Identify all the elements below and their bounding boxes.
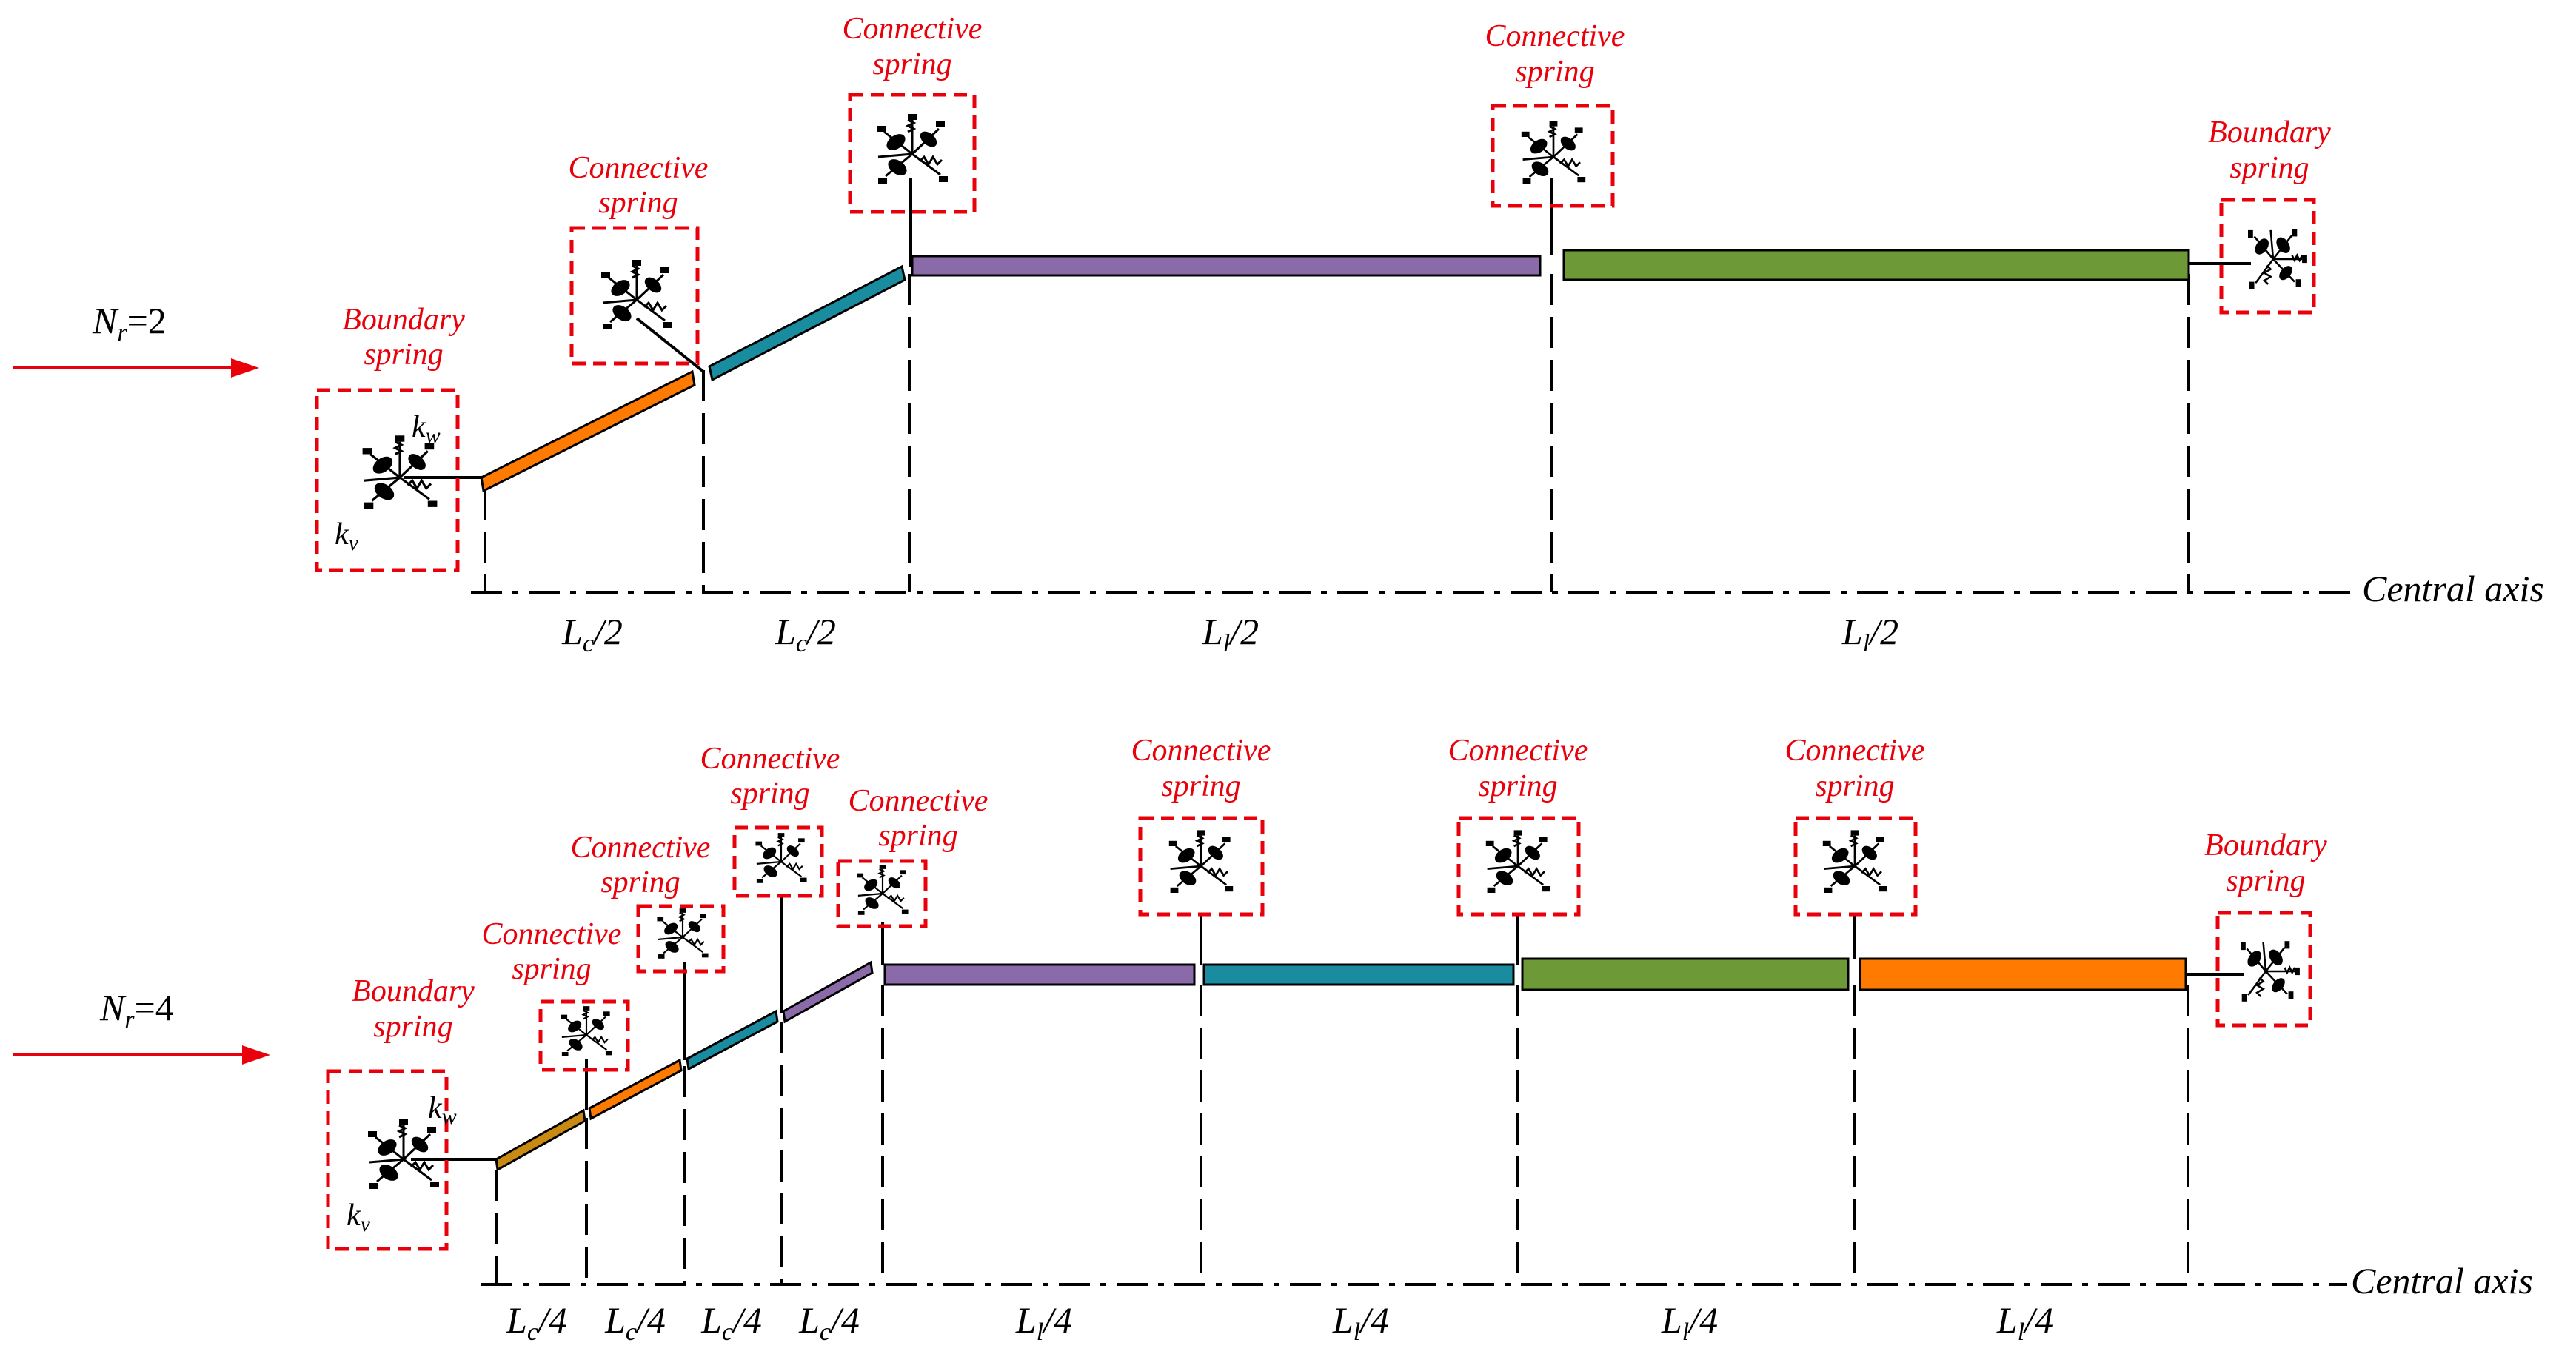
svg-text:spring: spring bbox=[364, 338, 443, 372]
connective-spring-7: Connective spring bbox=[1785, 734, 1925, 917]
dimension-labels-top: Lc/2 Lc/2 Ll/2 Ll/2 bbox=[561, 611, 1898, 657]
svg-text:kv: kv bbox=[347, 1199, 371, 1236]
svg-text:Connective: Connective bbox=[843, 12, 983, 46]
svg-text:spring: spring bbox=[2226, 864, 2305, 898]
svg-text:Connective: Connective bbox=[1448, 734, 1588, 768]
svg-text:spring: spring bbox=[1815, 769, 1894, 803]
svg-text:Boundary: Boundary bbox=[2204, 828, 2327, 862]
central-axis-label: Central axis bbox=[2362, 568, 2544, 609]
svg-text:kv: kv bbox=[335, 517, 359, 555]
beam-cone-2 bbox=[708, 264, 906, 382]
beam-cyl-4 bbox=[1859, 957, 2187, 991]
dimension-labels-bottom: Lc/4 Lc/4 Lc/4 Lc/4 Ll/4 Ll/4 Ll/4 Ll/4 bbox=[506, 1299, 2053, 1346]
panel-bottom: Nr=4 Central axis bbox=[13, 734, 2533, 1346]
svg-text:kw: kw bbox=[428, 1091, 457, 1129]
arrow-icon bbox=[13, 358, 259, 378]
panel-top: Nr=2 Central axis kw kv Bound bbox=[13, 12, 2544, 657]
svg-text:spring: spring bbox=[512, 952, 591, 986]
beam-cyl-2 bbox=[1562, 249, 2190, 281]
svg-text:spring: spring bbox=[878, 819, 957, 853]
section-dividers bbox=[484, 274, 2190, 592]
beam-cone-2 bbox=[588, 1058, 683, 1121]
beam-cone-1 bbox=[495, 1108, 586, 1172]
connective-spring-3: Connective spring bbox=[1485, 19, 1625, 208]
nr-label-bottom: Nr=4 bbox=[99, 987, 174, 1033]
svg-text:Connective: Connective bbox=[571, 831, 711, 865]
dim-label: Lc/4 bbox=[506, 1299, 567, 1346]
connective-spring-6: Connective spring bbox=[1448, 734, 1588, 917]
svg-text:Connective: Connective bbox=[1131, 734, 1271, 768]
dim-label: Ll/2 bbox=[1202, 611, 1259, 657]
svg-text:Boundary: Boundary bbox=[342, 303, 465, 337]
connective-spring-5: Connective spring bbox=[1131, 734, 1271, 917]
svg-text:spring: spring bbox=[600, 865, 680, 899]
central-axis-label: Central axis bbox=[2351, 1260, 2533, 1301]
svg-text:Connective: Connective bbox=[482, 917, 622, 951]
svg-text:spring: spring bbox=[2229, 151, 2309, 185]
dim-label: Ll/4 bbox=[1332, 1299, 1389, 1346]
dim-label: Lc/2 bbox=[775, 611, 836, 657]
svg-text:spring: spring bbox=[598, 186, 678, 220]
boundary-spring-left: kw kv Boundary spring bbox=[315, 303, 465, 572]
beam-cone-4 bbox=[782, 960, 874, 1024]
dim-label: Lc/4 bbox=[798, 1299, 860, 1346]
svg-text:Boundary: Boundary bbox=[352, 974, 475, 1008]
dim-label: Ll/2 bbox=[1841, 611, 1898, 657]
beam-cone-1 bbox=[480, 369, 696, 493]
beam-cone-3 bbox=[686, 1009, 779, 1071]
svg-text:spring: spring bbox=[1515, 55, 1594, 89]
beam-cyl-1 bbox=[911, 255, 1542, 277]
section-dividers bbox=[495, 985, 2189, 1284]
boundary-spring-right: Boundary spring bbox=[2208, 115, 2331, 315]
dim-label: Ll/4 bbox=[1996, 1299, 2053, 1346]
dim-label: Lc/4 bbox=[604, 1299, 666, 1346]
svg-text:spring: spring bbox=[1161, 769, 1240, 803]
svg-text:Boundary: Boundary bbox=[2208, 115, 2331, 150]
connective-spring-2: Connective spring bbox=[843, 12, 983, 214]
svg-text:Connective: Connective bbox=[1785, 734, 1925, 768]
beam-cyl-3 bbox=[1521, 957, 1850, 991]
svg-text:Connective: Connective bbox=[849, 784, 988, 818]
svg-text:kw: kw bbox=[412, 410, 441, 448]
svg-text:spring: spring bbox=[373, 1010, 452, 1044]
connective-spring-1: Connective spring bbox=[569, 151, 709, 366]
svg-text:spring: spring bbox=[730, 777, 809, 811]
connective-spring-2: Connective spring bbox=[571, 831, 726, 974]
connective-spring-4: Connective spring bbox=[836, 784, 988, 928]
dim-label: Ll/4 bbox=[1015, 1299, 1072, 1346]
dim-label: Ll/4 bbox=[1661, 1299, 1718, 1346]
arrow-icon bbox=[13, 1045, 270, 1065]
dim-label: Lc/4 bbox=[700, 1299, 762, 1346]
beam-cyl-1 bbox=[883, 963, 1196, 986]
svg-text:Connective: Connective bbox=[569, 151, 709, 185]
boundary-spring-right: Boundary spring bbox=[2204, 828, 2327, 1028]
svg-text:spring: spring bbox=[1478, 769, 1557, 803]
svg-text:Connective: Connective bbox=[700, 742, 840, 776]
svg-text:spring: spring bbox=[872, 47, 951, 81]
boundary-spring-left: kw kv Boundary spring bbox=[326, 974, 475, 1251]
dim-label: Lc/2 bbox=[561, 611, 623, 657]
nr-label-top: Nr=2 bbox=[92, 300, 167, 346]
connective-spring-1: Connective spring bbox=[482, 917, 630, 1072]
beam-cyl-2 bbox=[1202, 963, 1515, 986]
connective-spring-3: Connective spring bbox=[700, 742, 840, 898]
svg-text:Connective: Connective bbox=[1485, 19, 1625, 53]
